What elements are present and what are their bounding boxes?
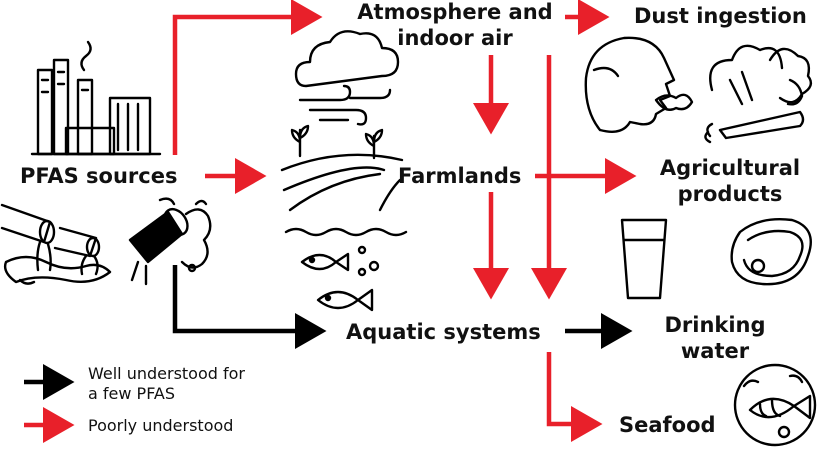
arrow-sources-to-aquatic xyxy=(172,265,327,349)
legend-red-label: Poorly understood xyxy=(88,416,234,435)
node-agricultural-line1: Agricultural xyxy=(659,156,801,180)
flow-arrows xyxy=(172,0,637,442)
factory-icon xyxy=(30,40,162,156)
arrow-sources-to-atmosphere xyxy=(172,0,323,155)
arrow-aquatic-to-seafood xyxy=(546,352,603,442)
node-drinking-line2: water xyxy=(680,339,750,363)
fish-icon xyxy=(284,227,408,312)
node-seafood: Seafood xyxy=(619,413,716,437)
vegetables-icon xyxy=(704,44,813,144)
cloud-wind-icon xyxy=(294,30,400,126)
legend-arrows xyxy=(24,364,75,443)
water-glass-icon xyxy=(620,218,668,300)
node-farmlands: Farmlands xyxy=(398,164,522,188)
discharge-pipe-icon xyxy=(128,197,212,286)
legend-black-line1: Well understood for xyxy=(88,364,245,383)
node-atmosphere-line1: Atmosphere and xyxy=(357,0,553,24)
pipes-icon xyxy=(0,203,112,285)
meat-steak-icon xyxy=(730,218,812,286)
farmland-icon xyxy=(280,124,404,212)
face-breathing-icon xyxy=(584,36,694,133)
node-dust-ingestion: Dust ingestion xyxy=(634,4,807,28)
node-agricultural-line2: products xyxy=(677,182,783,206)
legend-black-line2: a few PFAS xyxy=(88,384,176,403)
node-aquatic-systems: Aquatic systems xyxy=(346,320,541,344)
fish-plate-icon xyxy=(733,363,817,447)
node-pfas-sources: PFAS sources xyxy=(20,164,178,188)
node-drinking-line1: Drinking xyxy=(664,313,766,337)
node-atmosphere-line2: indoor air xyxy=(397,26,513,50)
